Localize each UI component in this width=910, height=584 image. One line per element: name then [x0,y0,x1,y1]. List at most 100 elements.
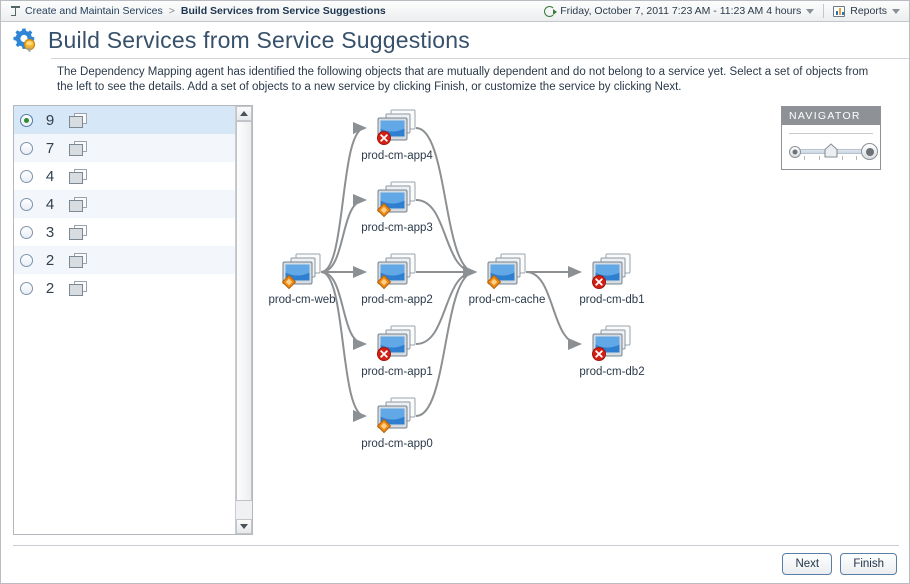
list-scrollbar[interactable] [235,106,252,534]
breadcrumb-root-link[interactable]: Create and Maintain Services [25,5,163,17]
suggestion-radio[interactable] [20,141,33,155]
graph-edge [415,266,477,345]
graph-node-label: prod-cm-app3 [361,222,433,234]
finish-button[interactable]: Finish [840,553,897,575]
top-bar: Create and Maintain Services > Build Ser… [1,1,909,22]
list-item[interactable]: 9 [14,106,235,134]
scroll-up-icon[interactable] [236,106,252,121]
next-button[interactable]: Next [782,553,833,575]
graph-node[interactable] [374,397,420,435]
graph-node-label: prod-cm-db1 [579,294,645,306]
graph-node[interactable] [279,253,325,291]
slider-tick [819,156,820,160]
error-badge-icon [377,131,391,145]
warning-badge-icon [486,274,502,290]
objects-icon [69,196,87,212]
graph-edge [320,271,367,350]
title-divider [51,58,909,59]
graph-node[interactable] [484,253,530,291]
objects-icon [69,112,87,128]
graph-node-label: prod-cm-cache [468,294,546,306]
list-item[interactable]: 7 [14,134,235,162]
breadcrumb-current: Build Services from Service Suggestions [180,5,386,17]
error-badge-icon [592,347,606,361]
graph-node[interactable] [374,253,420,291]
graph-node[interactable] [374,109,420,147]
graph-node-label: prod-cm-app1 [361,366,433,378]
warning-badge-icon [376,274,392,290]
suggestion-rows: 9 7 4 4 3 2 2 [14,106,235,534]
list-item[interactable]: 3 [14,218,235,246]
graph-node[interactable] [589,253,635,291]
error-badge-icon [377,347,391,361]
graph-node-label: prod-cm-web [268,294,336,306]
page-description: The Dependency Mapping agent has identif… [57,66,869,93]
object-count: 2 [45,251,55,269]
suggestion-radio[interactable] [20,197,33,211]
zoom-in-icon[interactable] [861,143,878,160]
list-item[interactable]: 2 [14,246,235,274]
list-item[interactable]: 4 [14,162,235,190]
page-header: Build Services from Service Suggestions [1,22,909,58]
graph-node-label: prod-cm-app0 [361,438,433,450]
suggestion-radio[interactable] [20,253,33,267]
top-bar-right: Friday, October 7, 2011 7:23 AM - 11:23 … [535,1,909,21]
objects-icon [69,168,87,184]
breadcrumb-separator: > [168,5,175,17]
suggestion-list-panel: 9 7 4 4 3 2 2 [13,105,253,535]
chevron-down-icon[interactable] [892,8,900,14]
scrollbar-track[interactable] [236,121,252,519]
object-count: 9 [45,111,55,129]
slider-tick [856,156,857,160]
graph-node-label: prod-cm-app2 [361,294,433,306]
suggestion-radio[interactable] [20,113,33,127]
graph-node[interactable] [374,325,420,363]
navigator-title: NAVIGATOR [782,107,880,125]
navigator-body [782,125,880,169]
reports-menu[interactable]: Reports [824,1,909,21]
gear-search-icon [12,27,38,53]
graph-edge [320,122,367,273]
object-count: 3 [45,223,55,241]
graph-node[interactable] [589,325,635,363]
suggestion-radio[interactable] [20,281,33,295]
scrollbar-thumb[interactable] [236,121,252,501]
object-count: 2 [45,279,55,297]
divider [823,4,825,18]
objects-icon [69,140,87,156]
footer-actions: Next Finish [782,553,897,575]
scroll-down-icon[interactable] [236,519,252,534]
object-count: 4 [45,195,55,213]
graph-edge [525,271,582,350]
warning-badge-icon [281,274,297,290]
footer-divider [13,545,899,546]
time-range-label: Friday, October 7, 2011 7:23 AM - 11:23 … [560,5,802,17]
objects-icon [69,224,87,240]
suggestion-radio[interactable] [20,225,33,239]
list-item[interactable]: 2 [14,274,235,302]
graph-edge [320,271,367,422]
reports-label: Reports [850,5,887,17]
chevron-down-icon[interactable] [806,8,815,14]
graph-edge [415,199,477,278]
suggestion-radio[interactable] [20,169,33,183]
object-count: 7 [45,139,55,157]
graph-node-label: prod-cm-db2 [579,366,645,378]
hierarchy-icon [10,5,21,17]
navigator-panel: NAVIGATOR [781,106,881,170]
slider-tick [842,156,843,160]
warning-badge-icon [376,418,392,434]
graph-edge [415,266,477,417]
graph-node[interactable] [374,181,420,219]
objects-icon [69,280,87,296]
time-range-selector[interactable]: Friday, October 7, 2011 7:23 AM - 11:23 … [535,1,823,21]
objects-icon [69,252,87,268]
graph-edge [415,127,477,278]
list-item[interactable]: 4 [14,190,235,218]
navigator-divider [789,133,873,134]
slider-tick [804,156,805,160]
zoom-out-icon[interactable] [789,146,801,158]
slider-thumb-icon[interactable] [824,143,838,158]
warning-badge-icon [376,202,392,218]
